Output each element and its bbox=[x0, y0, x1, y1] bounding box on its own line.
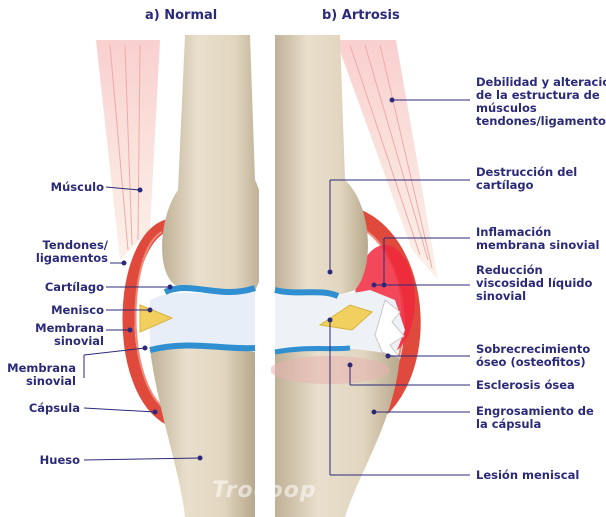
label-membrana-2-line2: sinovial bbox=[7, 375, 76, 388]
femur-left bbox=[162, 35, 265, 294]
label-debilidad: Debilidad y alteración de la estructura … bbox=[476, 76, 606, 128]
label-inflamacion: Inflamación membrana sinovial bbox=[476, 226, 599, 252]
label-hueso: Hueso bbox=[40, 454, 80, 467]
label-destruccion-line2: cartílago bbox=[476, 179, 577, 192]
muscle-left bbox=[96, 40, 160, 260]
label-debilidad-line4: tendones/ligamentos bbox=[476, 115, 606, 128]
label-reduccion-line3: sinovial bbox=[476, 290, 592, 303]
label-sobrecrecimiento-line2: óseo (osteofitos) bbox=[476, 356, 590, 369]
panel-divider bbox=[259, 35, 271, 517]
watermark: Trocoop bbox=[212, 478, 317, 503]
label-tendones-line2: ligamentos bbox=[36, 252, 108, 265]
label-destruccion: Destrucción del cartílago bbox=[476, 166, 577, 192]
label-reduccion: Reducción viscosidad líquido sinovial bbox=[476, 264, 592, 303]
label-tendones: Tendones/ ligamentos bbox=[36, 239, 108, 265]
label-inflamacion-line2: membrana sinovial bbox=[476, 239, 599, 252]
label-lesion: Lesión meniscal bbox=[476, 469, 579, 482]
title-artrosis: b) Artrosis bbox=[322, 8, 400, 23]
label-cartilago: Cartílago bbox=[45, 281, 104, 294]
label-esclerosis: Esclerosis ósea bbox=[476, 379, 575, 392]
label-membrana-2: Membrana sinovial bbox=[7, 362, 76, 388]
label-engrosamiento-line2: la cápsula bbox=[476, 418, 594, 431]
title-normal: a) Normal bbox=[145, 8, 217, 23]
label-membrana-1-line2: sinovial bbox=[35, 335, 104, 348]
label-membrana-1: Membrana sinovial bbox=[35, 322, 104, 348]
label-engrosamiento: Engrosamiento de la cápsula bbox=[476, 405, 594, 431]
label-sobrecrecimiento: Sobrecrecimiento óseo (osteofitos) bbox=[476, 343, 590, 369]
label-menisco: Menisco bbox=[51, 304, 104, 317]
label-musculo: Músculo bbox=[51, 181, 104, 194]
label-capsula: Cápsula bbox=[29, 402, 80, 415]
cartilage-left-upper bbox=[165, 288, 255, 292]
